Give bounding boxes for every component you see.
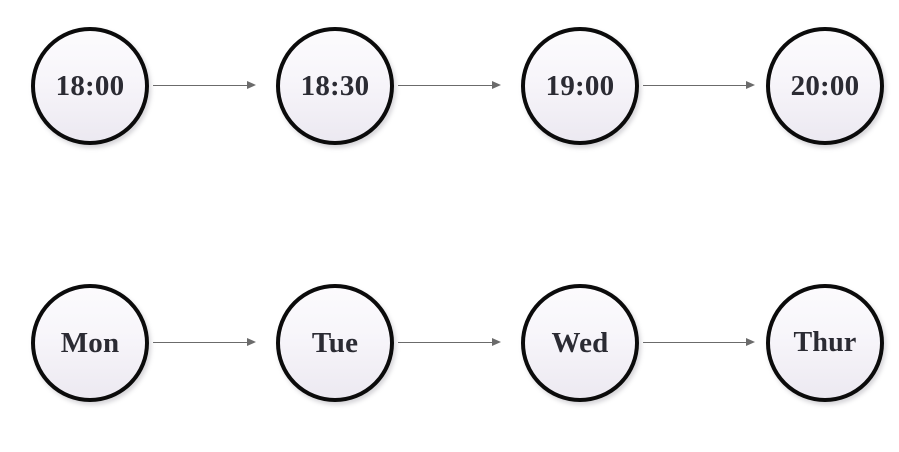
node-day-tue[interactable]: Tue — [276, 284, 394, 402]
arrowhead-icon — [492, 338, 501, 346]
connector-line — [643, 342, 746, 344]
node-time-1900[interactable]: 19:00 — [521, 27, 639, 145]
node-label: 19:00 — [545, 69, 615, 102]
arrowhead-icon — [492, 81, 501, 89]
connector-line — [153, 342, 247, 344]
flow-row-time-sequence: 18:00 18:30 19:00 20:00 — [0, 16, 899, 156]
arrowhead-icon — [247, 81, 256, 89]
connector-line — [153, 85, 247, 87]
arrowhead-icon — [746, 338, 755, 346]
connector-line — [398, 85, 492, 87]
connector-time-3-to-4 — [643, 79, 755, 93]
connector-day-1-to-2 — [153, 336, 256, 350]
flow-row-weekday-sequence: Mon Tue Wed Thur — [0, 273, 899, 413]
node-label: Wed — [551, 326, 609, 359]
arrowhead-icon — [746, 81, 755, 89]
connector-line — [643, 85, 746, 87]
node-time-2000[interactable]: 20:00 — [766, 27, 884, 145]
connector-day-2-to-3 — [398, 336, 501, 350]
node-label: 18:30 — [300, 69, 370, 102]
node-day-wed[interactable]: Wed — [521, 284, 639, 402]
connector-line — [398, 342, 492, 344]
node-label: Tue — [311, 326, 359, 359]
connector-day-3-to-4 — [643, 336, 755, 350]
node-time-1800[interactable]: 18:00 — [31, 27, 149, 145]
arrowhead-icon — [247, 338, 256, 346]
node-label: Thur — [793, 327, 857, 358]
connector-time-1-to-2 — [153, 79, 256, 93]
node-label: 20:00 — [790, 69, 860, 102]
connector-time-2-to-3 — [398, 79, 501, 93]
node-day-mon[interactable]: Mon — [31, 284, 149, 402]
node-day-thur[interactable]: Thur — [766, 284, 884, 402]
node-label: 18:00 — [55, 69, 125, 102]
node-label: Mon — [60, 326, 120, 359]
node-time-1830[interactable]: 18:30 — [276, 27, 394, 145]
